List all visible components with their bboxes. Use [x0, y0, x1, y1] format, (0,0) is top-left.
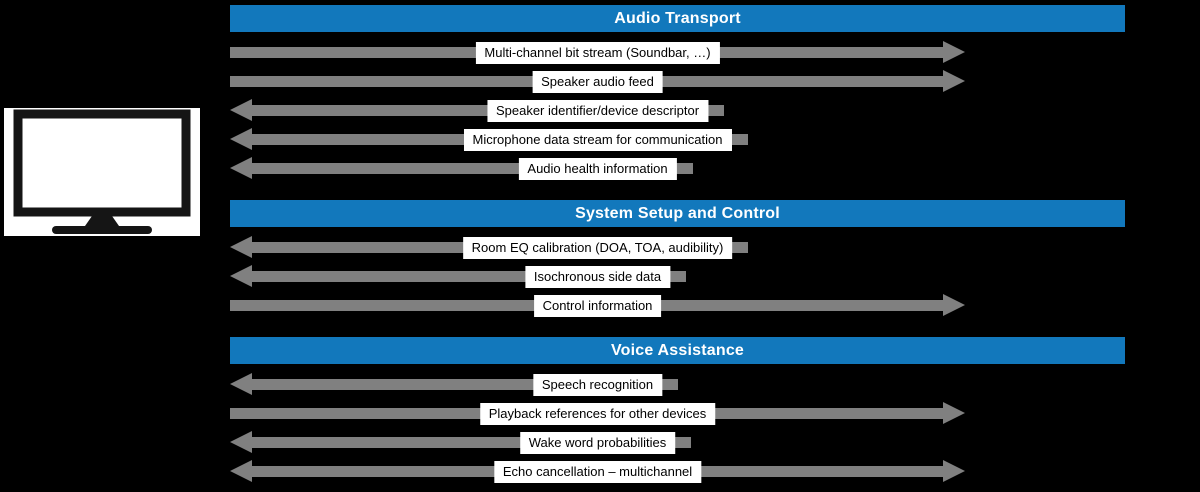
arrow-left-icon [230, 157, 252, 179]
arrow-label: Microphone data stream for communication [463, 128, 732, 151]
arrow-left-icon [230, 431, 252, 453]
tv-illustration [2, 106, 202, 245]
tv-icon [4, 108, 200, 236]
arrow-row: Speaker identifier/device descriptor [230, 96, 965, 125]
arrow-bar [250, 437, 691, 448]
arrow-row: Room EQ calibration (DOA, TOA, audibilit… [230, 233, 965, 262]
arrow-rows: Multi-channel bit stream (Soundbar, …) Sp… [230, 32, 965, 183]
arrow-left-icon [230, 460, 252, 482]
arrow-left-icon [230, 236, 252, 258]
arrow-row: Speaker audio feed [230, 67, 965, 96]
arrow-row: Multi-channel bit stream (Soundbar, …) [230, 38, 965, 67]
arrow-label: Speaker identifier/device descriptor [486, 99, 709, 122]
arrow-label: Playback references for other devices [479, 402, 716, 425]
arrow-label: Speech recognition [532, 373, 663, 396]
arrow-row: Isochronous side data [230, 262, 965, 291]
arrow-label: Wake word probabilities [519, 431, 676, 454]
arrow-label: Echo cancellation – multichannel [493, 460, 702, 483]
arrow-label: Control information [533, 294, 662, 317]
arrow-row: Playback references for other devices [230, 399, 965, 428]
arrow-left-icon [230, 373, 252, 395]
arrow-bar [250, 271, 686, 282]
tv-stand-neck [85, 216, 119, 226]
arrow-label: Speaker audio feed [532, 70, 663, 93]
arrow-row: Audio health information [230, 154, 965, 183]
arrow-bar [250, 163, 693, 174]
section-header: Voice Assistance [230, 337, 1125, 364]
section-header: Audio Transport [230, 5, 1125, 32]
arrow-rows: Room EQ calibration (DOA, TOA, audibilit… [230, 227, 965, 320]
arrow-left-icon [230, 99, 252, 121]
arrow-label: Audio health information [518, 157, 677, 180]
arrow-row: Wake word probabilities [230, 428, 965, 457]
arrow-label: Multi-channel bit stream (Soundbar, …) [475, 41, 720, 64]
arrow-label: Isochronous side data [524, 265, 671, 288]
arrow-row: Speech recognition [230, 370, 965, 399]
arrow-row: Control information [230, 291, 965, 320]
arrow-left-icon [230, 128, 252, 150]
arrow-right-icon [943, 70, 965, 92]
arrow-label: Room EQ calibration (DOA, TOA, audibilit… [462, 236, 733, 259]
section-header: System Setup and Control [230, 200, 1125, 227]
arrow-left-icon [230, 265, 252, 287]
arrow-right-icon [943, 402, 965, 424]
arrow-row: Echo cancellation – multichannel [230, 457, 965, 486]
tv-screen [13, 109, 191, 217]
arrow-bar [250, 379, 678, 390]
arrow-row: Microphone data stream for communication [230, 125, 965, 154]
arrow-right-icon [943, 41, 965, 63]
arrow-right-icon [943, 460, 965, 482]
arrow-right-icon [943, 294, 965, 316]
tv-stand-base [52, 226, 152, 234]
